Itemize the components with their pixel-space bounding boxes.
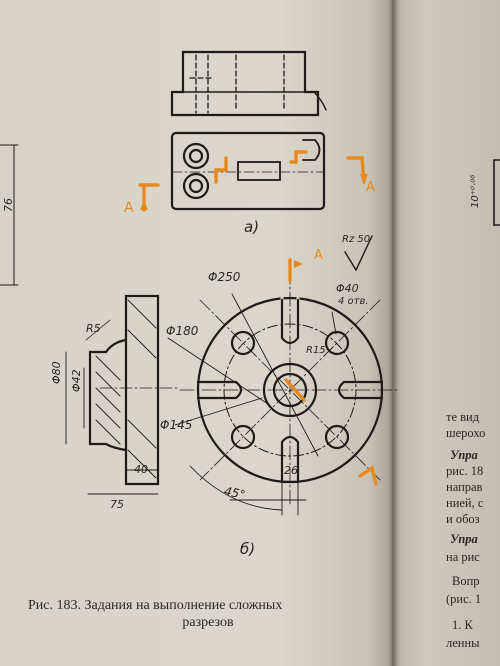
right-line-12: 1. К [452, 618, 473, 632]
dim-76-label: 76 [2, 198, 15, 212]
dim-r5: R5 [86, 322, 101, 335]
figure-label-b: б) [240, 540, 256, 558]
dim-holes: 4 отв. [338, 296, 369, 307]
right-line-10: Вопр [452, 574, 480, 588]
right-line-4: рис. 18 [446, 464, 484, 478]
right-tolerance: 10⁺⁰·⁰⁶ [470, 174, 481, 208]
figure-caption: Рис. 183. Задания на выполнение сложных … [28, 598, 388, 631]
dim-w26: 26 [284, 464, 298, 477]
dim-d250: Φ250 [208, 270, 241, 284]
caption-line-1: Рис. 183. Задания на выполнение сложных [28, 598, 283, 613]
view-a-front [170, 50, 327, 117]
cut-mark-a-top: А [314, 248, 323, 263]
view-b-section [65, 294, 181, 495]
cut-mark-a-left: А [124, 200, 134, 216]
dim-d80: Φ80 [50, 361, 63, 384]
dim-d40: Φ40 [336, 282, 359, 295]
dim-d180: Φ180 [166, 324, 199, 338]
dim-w75: 75 [110, 498, 124, 511]
right-line-5: направ [446, 480, 483, 494]
view-a-top [170, 131, 326, 211]
cut-mark-a-right: А [366, 180, 375, 195]
roughness-label: Rz 50 [342, 234, 371, 245]
figure-label-a: а) [244, 218, 260, 236]
right-line-3: Упра [450, 448, 478, 462]
dim-r15: R15 [306, 345, 326, 356]
right-line-6: нией, с [446, 496, 484, 510]
right-line-13: ленны [446, 636, 480, 650]
dim-w40: 40 [134, 463, 148, 476]
right-page [392, 0, 500, 666]
right-page-sketch [493, 159, 500, 226]
right-line-2: шерохо [446, 426, 486, 440]
view-b-plan [167, 235, 401, 516]
right-line-1: те вид [446, 410, 480, 424]
dim-d42: Φ42 [70, 369, 83, 392]
dim-d145: Φ145 [160, 418, 193, 432]
right-line-8: Упра [450, 532, 478, 546]
section-marks [138, 150, 378, 486]
dim-76-line [0, 144, 19, 286]
book-gutter [388, 0, 398, 666]
right-line-9: на рис [446, 550, 480, 564]
right-line-11: (рис. 1 [446, 592, 482, 606]
right-line-7: и обоз [446, 512, 480, 526]
caption-line-2: разрезов [182, 615, 234, 630]
